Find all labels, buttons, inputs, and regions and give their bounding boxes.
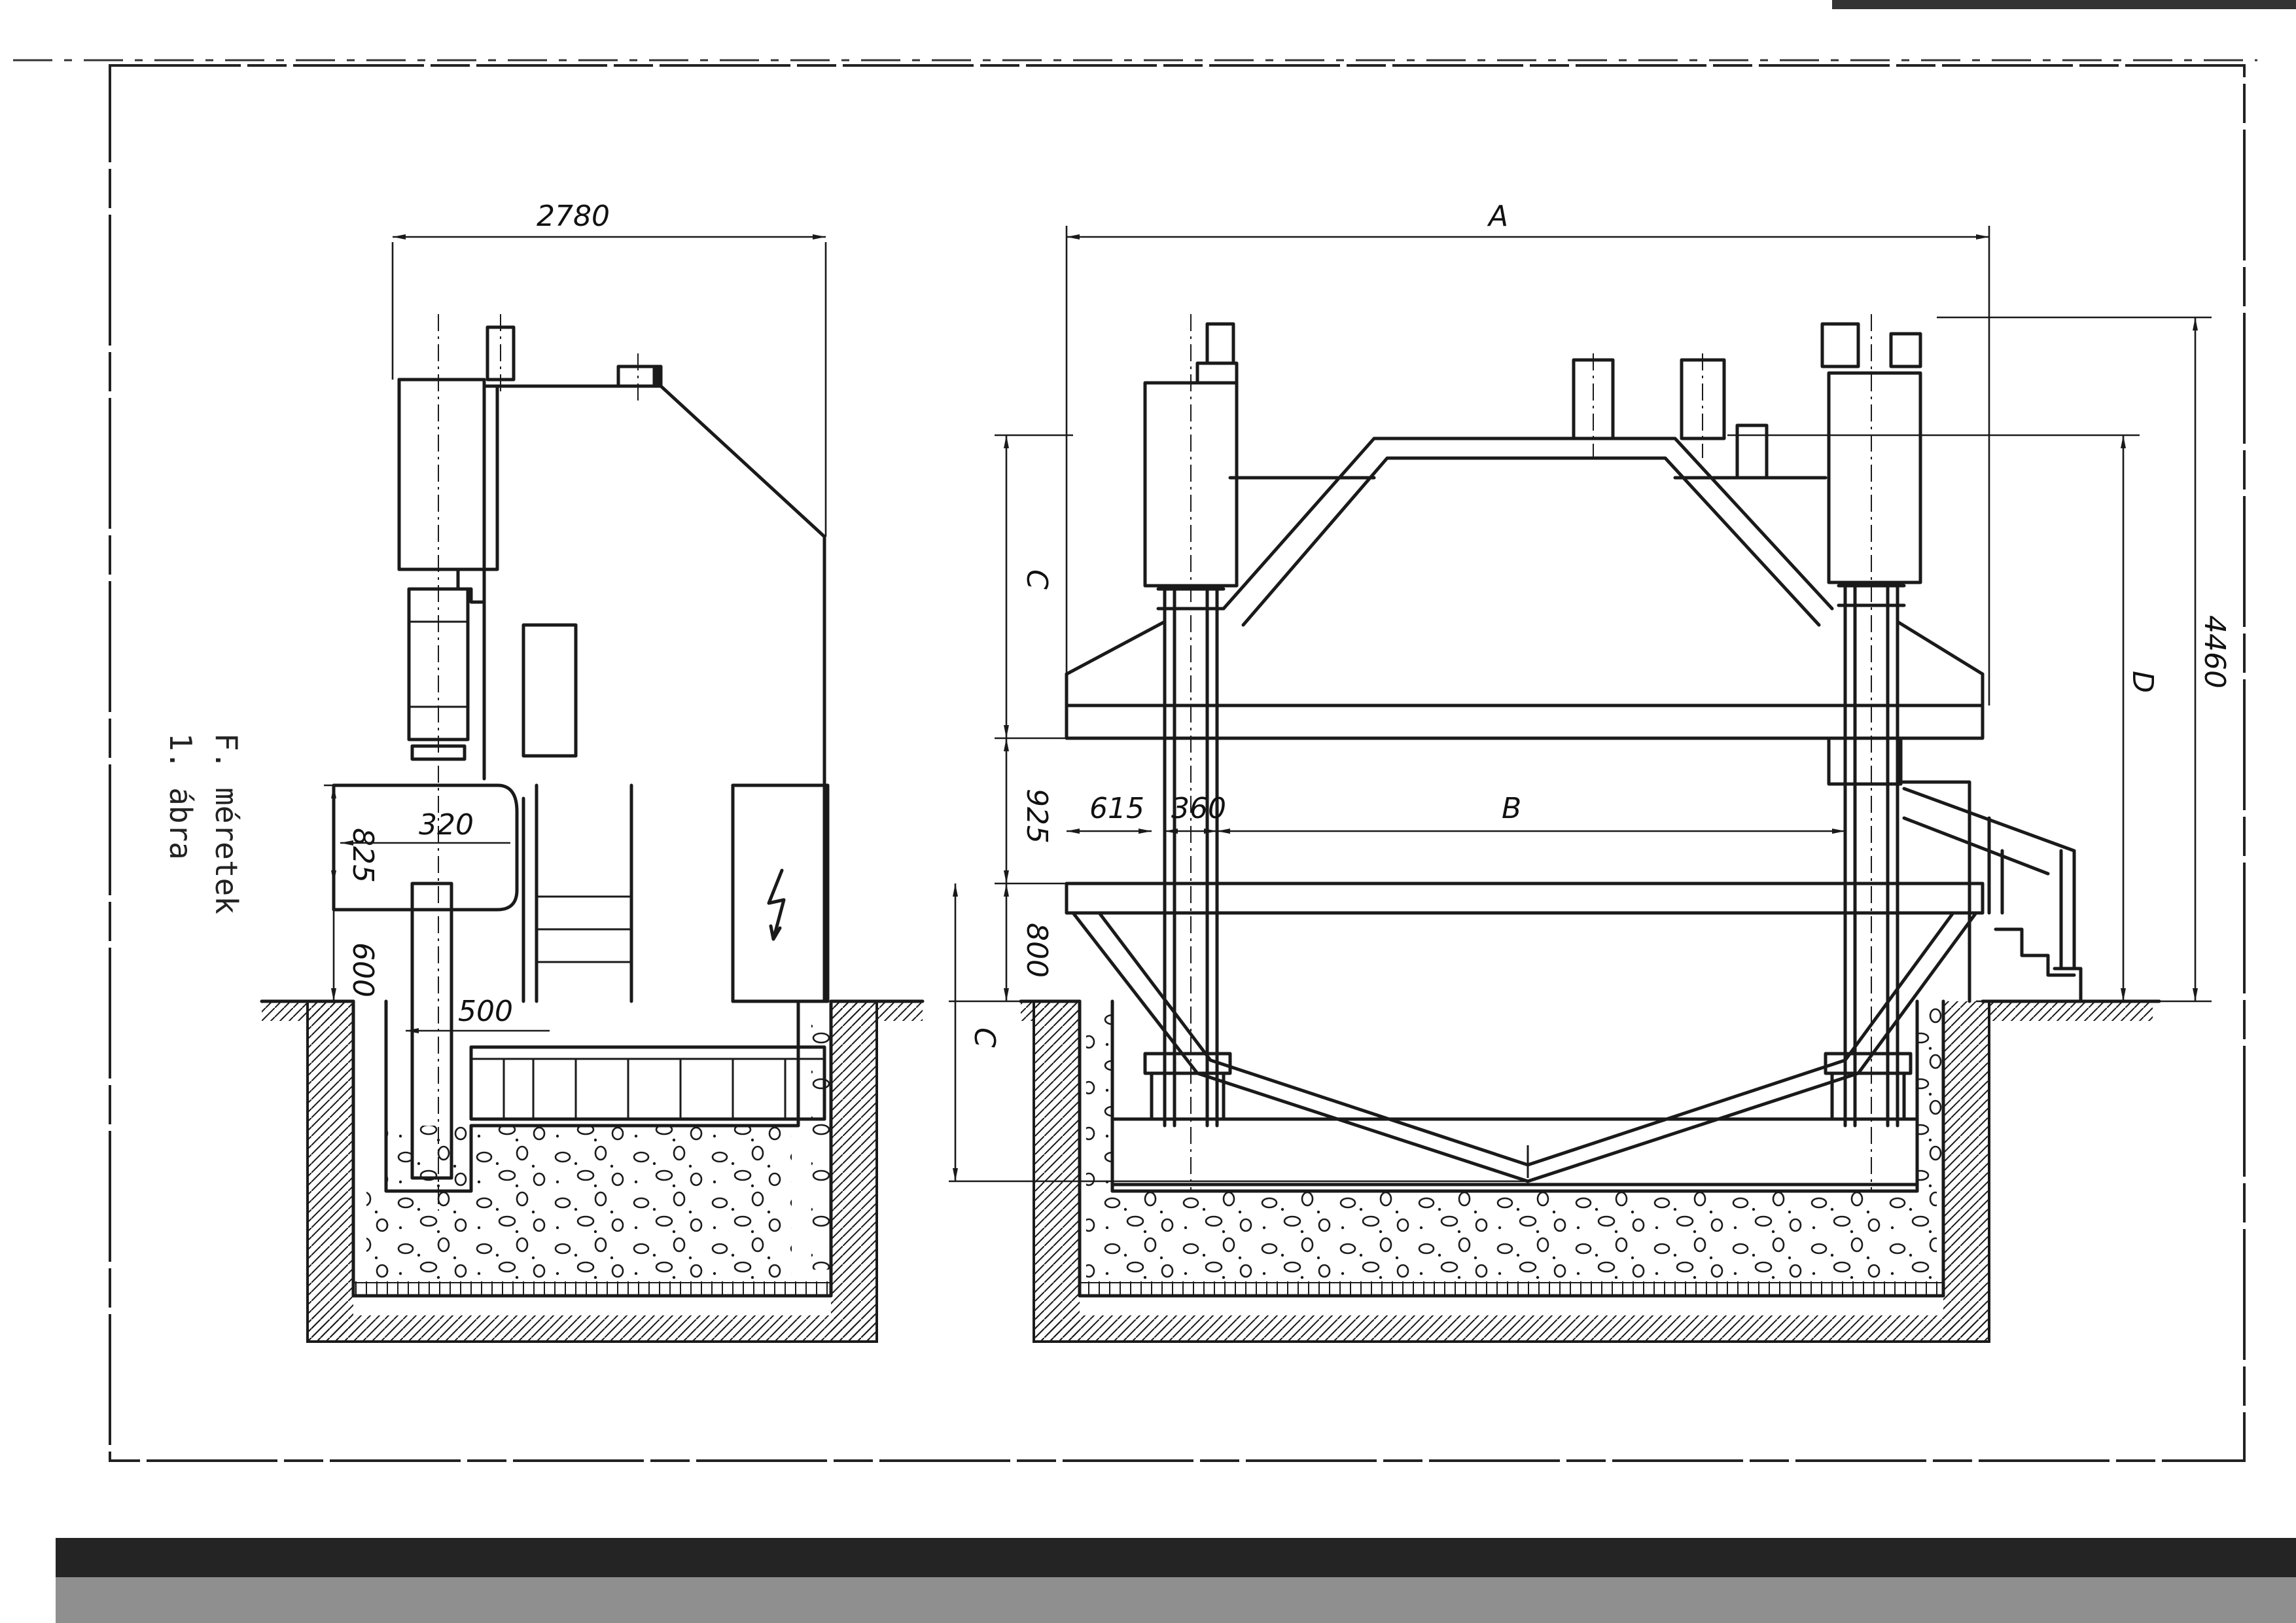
front-view: A C 925 800 C 615 360 B D 4460 bbox=[949, 200, 2231, 1343]
scan-edges bbox=[13, 0, 2296, 1623]
dim-side-320: 320 bbox=[419, 808, 474, 842]
electrical-cabinet bbox=[731, 783, 830, 1003]
dim-offset-360: 360 bbox=[1171, 792, 1226, 825]
dim-upper-c: C bbox=[1020, 569, 1053, 590]
ladder-side bbox=[521, 783, 633, 1003]
dim-offset-615: 615 bbox=[1089, 792, 1144, 825]
upper-hood bbox=[1222, 437, 1834, 627]
dim-side-500: 500 bbox=[458, 995, 513, 1028]
dim-left-800: 800 bbox=[1020, 923, 1053, 978]
caption: F. méretek 1. ábra bbox=[163, 733, 244, 914]
dim-pit-depth: D bbox=[2126, 671, 2159, 693]
drawing-frame bbox=[109, 64, 2246, 1462]
foundation-brick-left bbox=[353, 1281, 831, 1296]
high-voltage-icon bbox=[767, 868, 786, 941]
dim-side-825: 825 bbox=[346, 828, 380, 883]
dim-front-width: A bbox=[1487, 200, 1508, 233]
dim-side-600: 600 bbox=[346, 942, 380, 997]
upper-crossbeam bbox=[1065, 704, 1985, 740]
floor-grating bbox=[469, 1045, 826, 1121]
dim-inner-b: B bbox=[1502, 792, 1521, 825]
dim-lower-c: C bbox=[968, 1027, 1001, 1048]
dim-total-height: 4460 bbox=[2198, 615, 2231, 688]
side-view: 2780 825 600 320 500 bbox=[260, 200, 925, 1343]
concrete-fill-left bbox=[386, 1126, 792, 1281]
concrete-fill-right bbox=[1086, 1191, 1937, 1281]
foundation-brick-right bbox=[1080, 1281, 1943, 1296]
dim-side-width: 2780 bbox=[537, 200, 610, 233]
stairs-right bbox=[1899, 736, 2083, 1003]
lower-platform-beam bbox=[1065, 882, 1985, 915]
caption-line-1: F. méretek bbox=[209, 733, 244, 914]
caption-line-2: 1. ábra bbox=[163, 733, 198, 860]
dim-left-925: 925 bbox=[1020, 789, 1053, 844]
